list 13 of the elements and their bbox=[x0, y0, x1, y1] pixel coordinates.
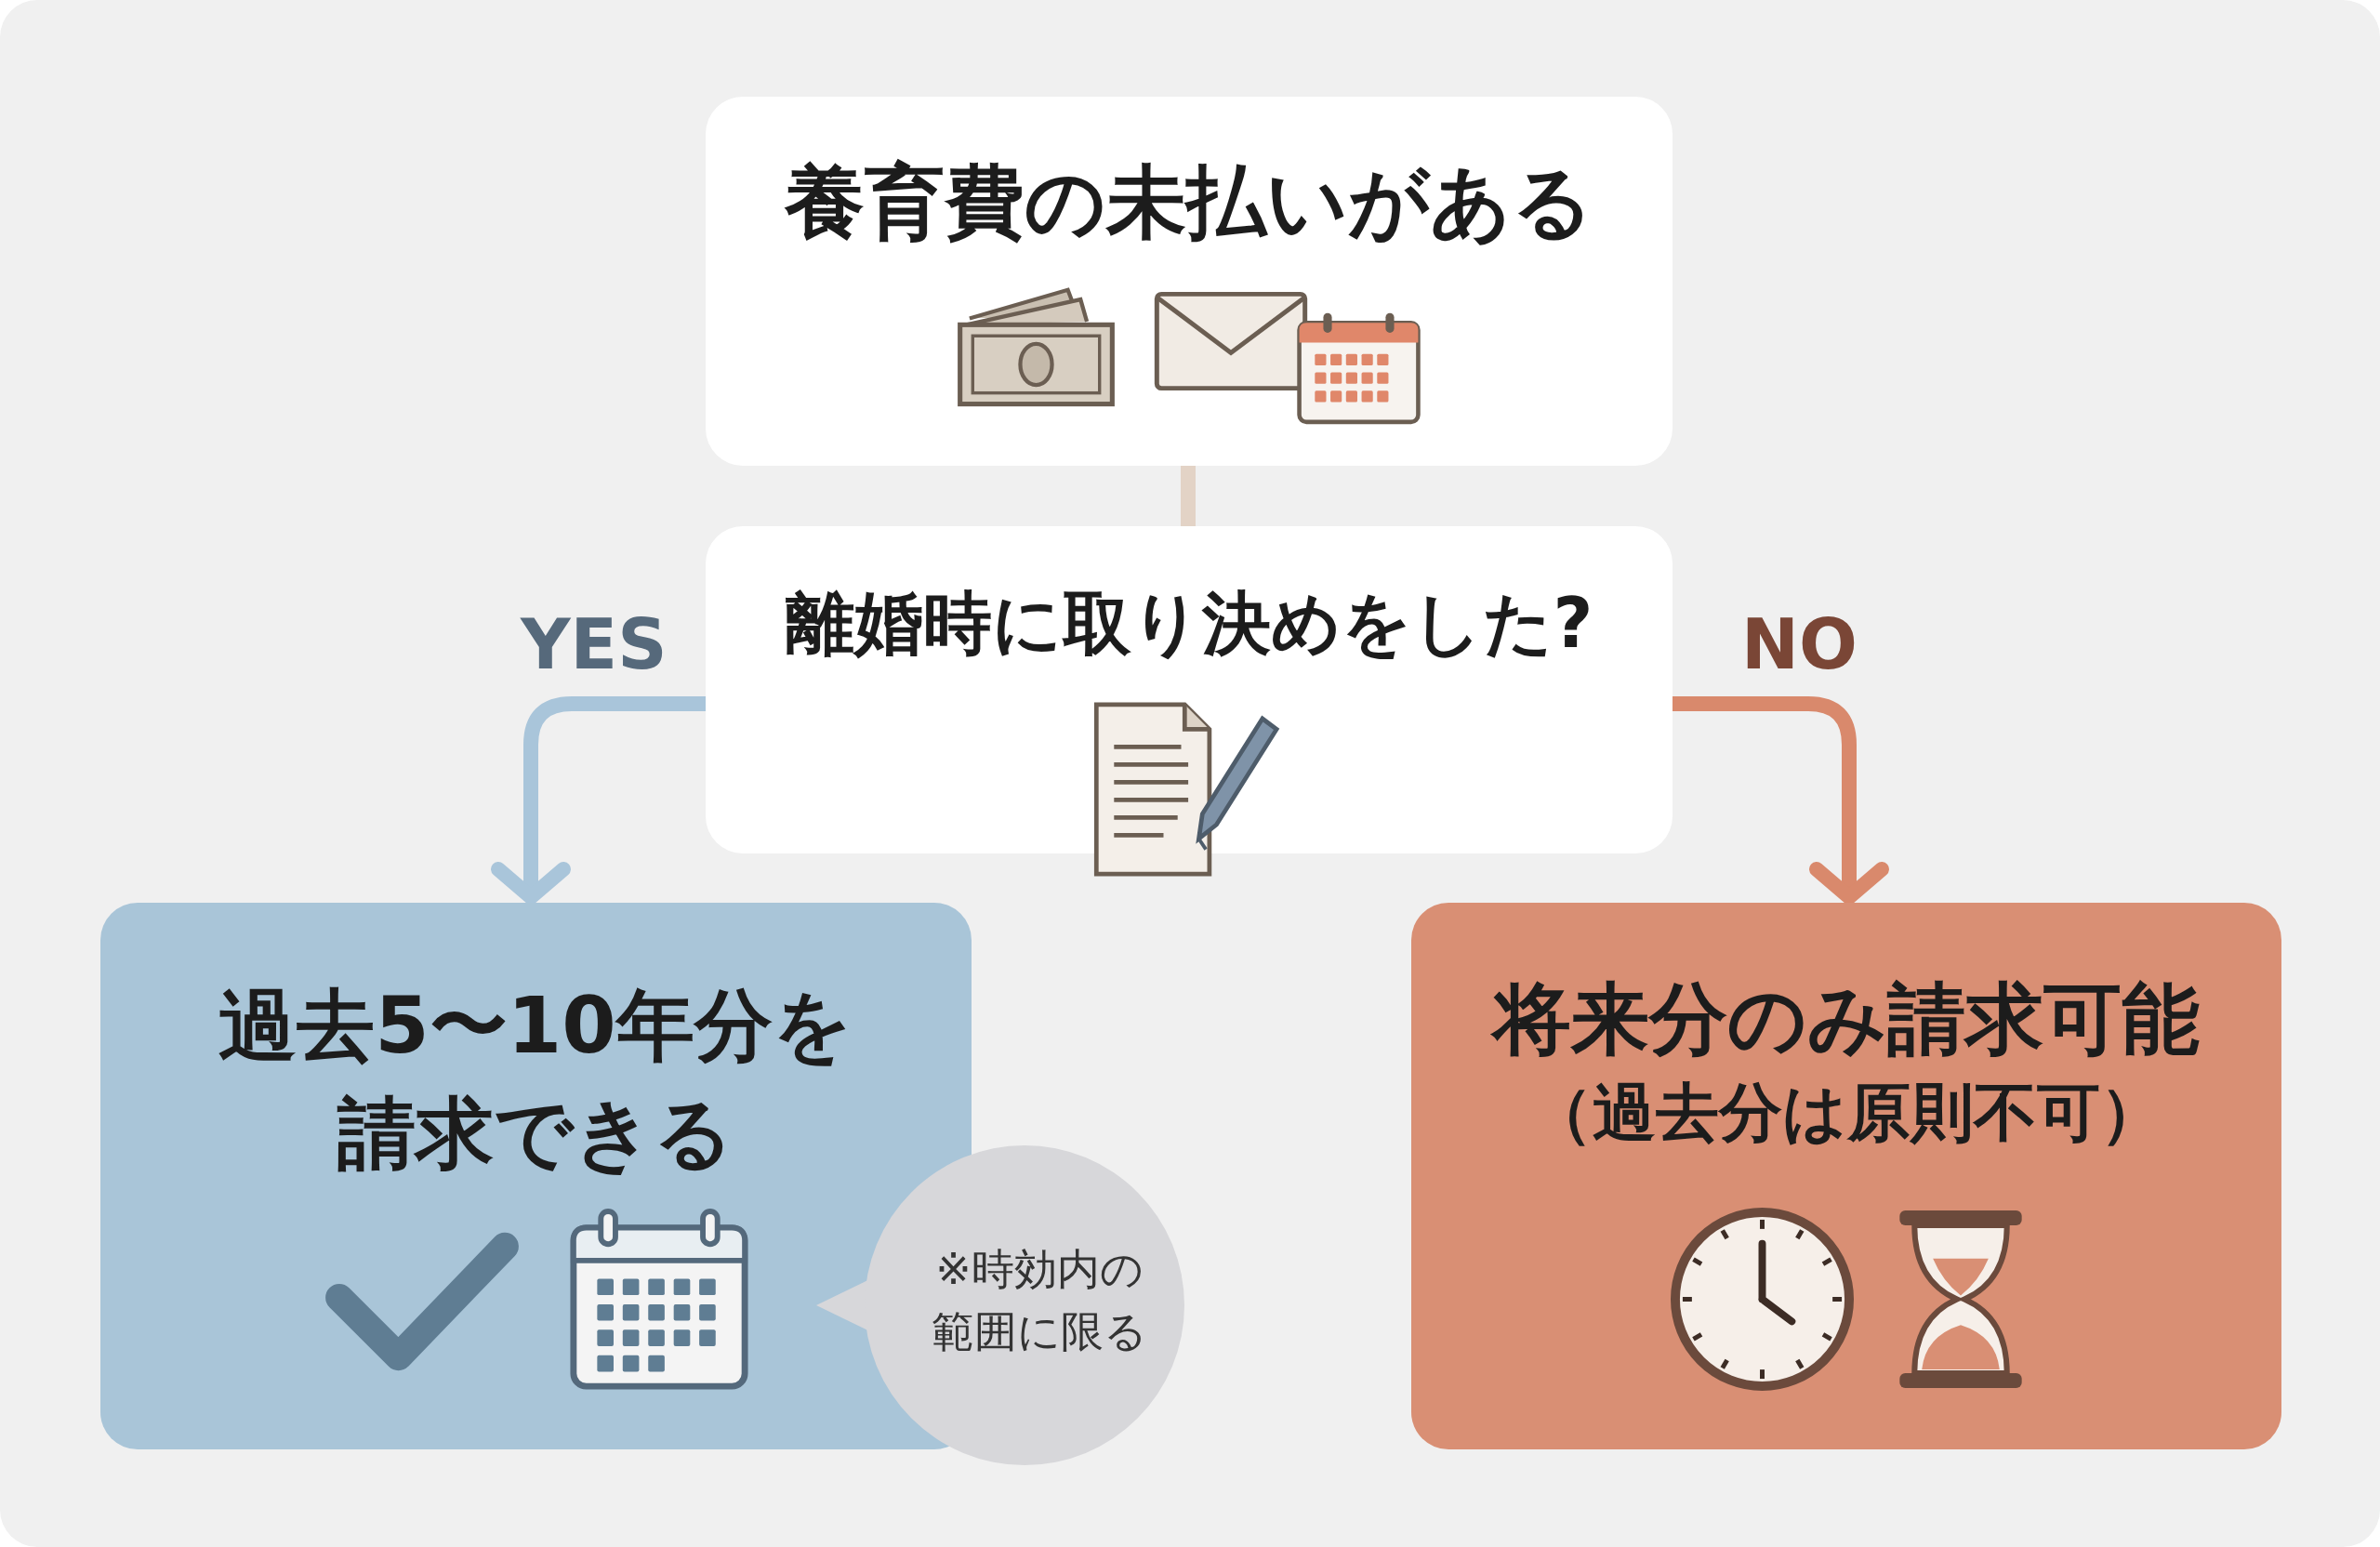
decision-box bbox=[706, 526, 1673, 853]
arrow bbox=[491, 696, 706, 905]
arrow bbox=[1673, 696, 1889, 905]
result-box bbox=[1411, 903, 2281, 1449]
edge-label: YES bbox=[521, 604, 668, 684]
edge-label: NO bbox=[1741, 604, 1858, 684]
connector-line bbox=[1181, 466, 1196, 526]
node-title: 離婚時に取り決めをした? bbox=[784, 582, 1594, 665]
node-title: 将来分のみ請求可能 bbox=[1411, 972, 2281, 1066]
node-title: 養育費の未払いがある bbox=[784, 154, 1594, 250]
node-title: 過去5〜10年分を請求できる bbox=[218, 979, 853, 1181]
node-note: （過去分は原則不可） bbox=[1528, 1075, 2164, 1151]
node-title: ※時効内の範囲に限る bbox=[931, 1243, 1148, 1358]
